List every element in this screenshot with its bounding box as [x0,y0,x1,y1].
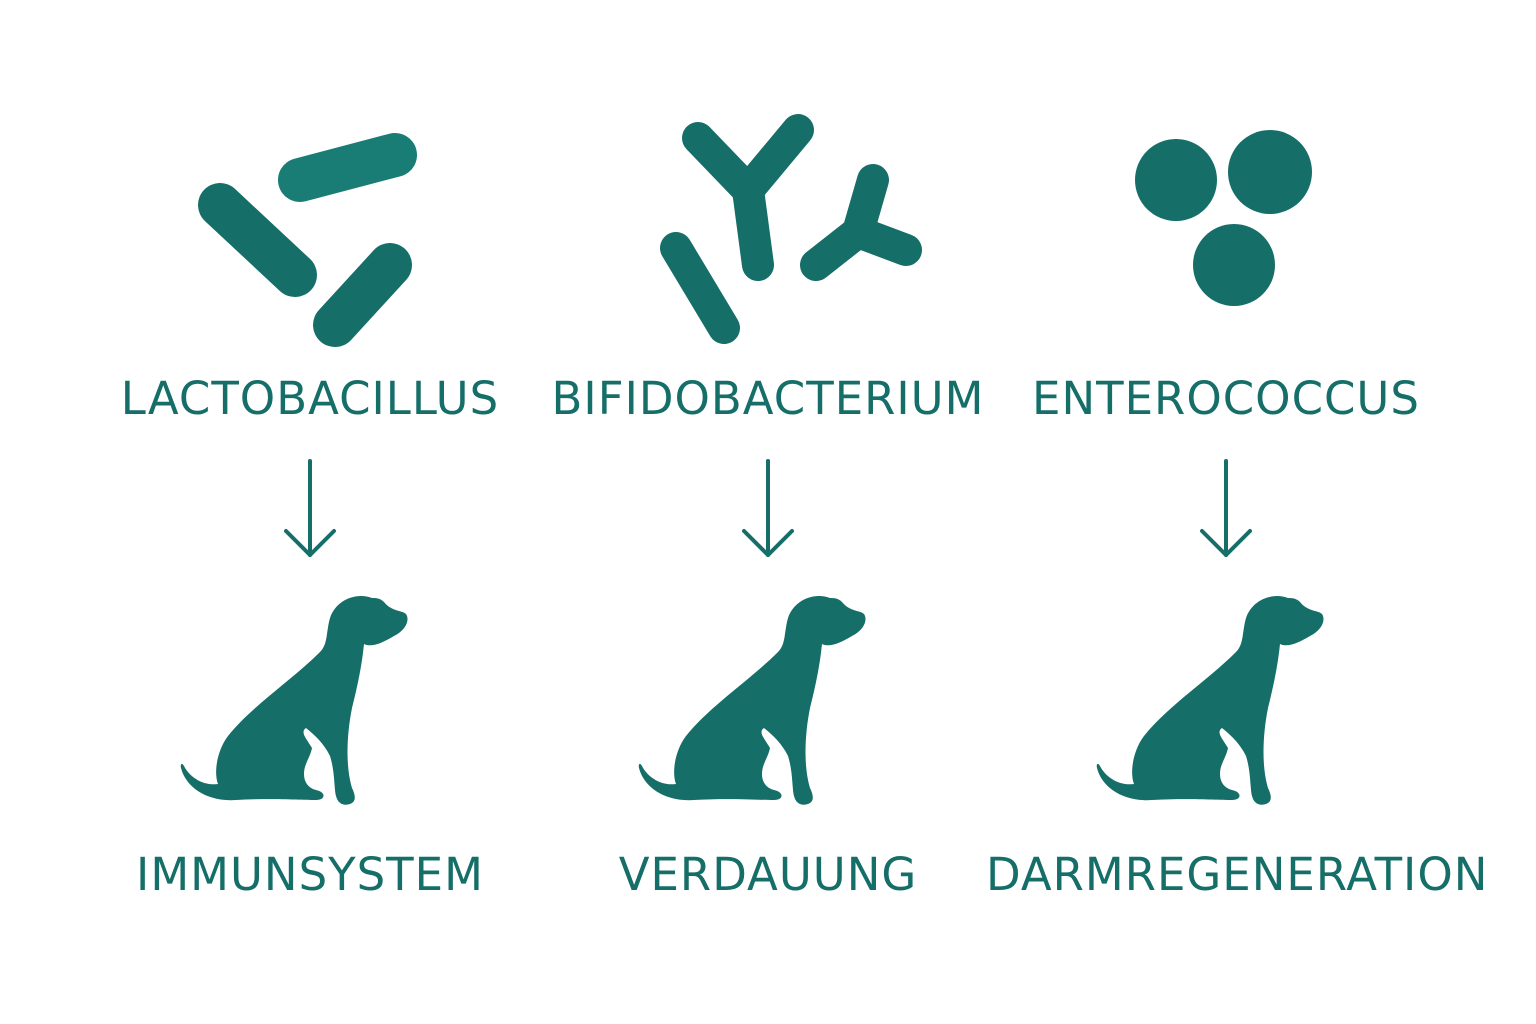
coccus-bacteria-icon [1135,130,1312,306]
rod-bacteria-icon-part-2 [278,133,417,202]
coccus-bacteria-icon-part-2 [1228,130,1312,214]
arrow-down-icon [284,459,336,557]
sitting-dog-icon [180,588,440,818]
rod-bacteria-icon [198,133,417,347]
branched-bacteria-icon-part-5 [842,216,922,266]
bacterium-label-lactobacillus: LACTOBACILLUS [120,372,500,425]
branched-bacteria-icon-part-3 [660,232,740,344]
sitting-dog-icon [638,588,898,818]
arrow-down-icon [1200,459,1252,557]
benefit-label-immunsystem: IMMUNSYSTEM [136,848,484,901]
coccus-bacteria-icon-part-1 [1135,139,1217,221]
benefit-label-darmregeneration: DARMREGENERATION [986,848,1489,901]
sitting-dog-icon [1096,588,1356,818]
column-bifidobacterium: BIFIDOBACTERIUM VERDAUUNG [528,0,1008,1024]
bacterium-label-bifidobacterium: BIFIDOBACTERIUM [551,372,985,425]
coccus-bacteria-icon-part-3 [1193,224,1275,306]
rod-bacteria-icon-part [198,133,417,347]
branched-bacteria-icon [660,114,922,344]
rod-bacteria-icon-part-3 [313,243,412,347]
rod-bacteria-icon-part-1 [198,183,317,297]
column-enterococcus: ENTEROCOCCUS DARMREGENERATION [986,0,1489,1024]
benefit-label-verdauung: VERDAUUNG [618,848,918,901]
branched-bacteria-icon-part-2 [732,174,774,281]
bacterium-label-enterococcus: ENTEROCOCCUS [1032,372,1420,425]
column-lactobacillus: LACTOBACILLUS IMMUNSYSTEM [70,0,550,1024]
arrow-down-icon [742,459,794,557]
